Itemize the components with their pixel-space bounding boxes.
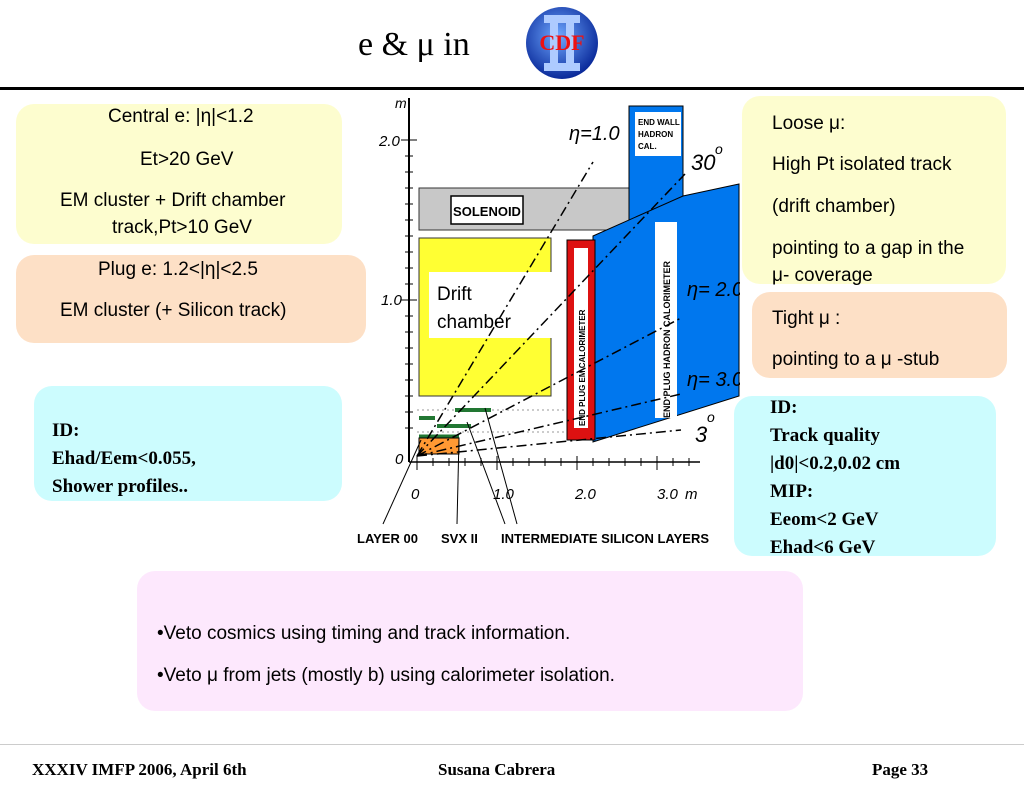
muid-line5: Eeom<2 GeV [770,509,879,530]
footer-page: Page 33 [872,760,929,779]
footer-divider [0,744,1024,745]
angle30-label: 30 [691,150,716,175]
y-tick-0: 0 [395,451,404,468]
eid-line2: Ehad/Eem<0.055, [52,448,196,469]
isl-label: INTERMEDIATE SILICON LAYERS [501,531,709,546]
veto-line2: •Veto μ from jets (mostly b) using calor… [157,665,615,686]
veto-line1: •Veto cosmics using timing and track inf… [157,623,571,644]
angle3-line [416,429,682,457]
y-unit-label: m [395,95,407,111]
y-tick-1: 1.0 [381,292,403,309]
angle3-degree: o [707,409,715,425]
central-line1: Central e: |η|<1.2 [108,106,254,127]
angle3-label: 3 [695,422,708,447]
muid-line2: Track quality [770,425,880,446]
loose-line5: μ- coverage [772,265,873,286]
plug-line1: Plug e: 1.2<|η|<2.5 [98,259,258,280]
x-tick-0: 0 [411,486,420,503]
eta3-line [416,393,682,457]
tight-line2: pointing to a μ -stub [772,349,940,370]
plug-line2: EM cluster (+ Silicon track) [60,300,287,321]
muid-line4: MIP: [770,481,814,502]
muid-line3: |d0|<0.2,0.02 cm [770,453,901,474]
loose-line1: Loose μ: [772,113,846,134]
eta2-line [416,317,682,457]
loose-line4: pointing to a gap in the [772,238,965,259]
logo-text: CDF [539,30,584,55]
loose-muon-box: Loose μ: High Pt isolated track (drift c… [742,96,1006,286]
muid-line1: ID: [770,397,798,418]
slide-title: e & μ in [358,26,470,63]
x-axis-ticks [416,456,690,470]
drift-chamber-label-bg [429,272,554,338]
central-electron-box: Central e: |η|<1.2 Et>20 GeV EM cluster … [16,104,342,244]
endwall-label-3: CAL. [638,142,657,151]
endwall-label-2: HADRON [638,130,673,139]
eta1-label: η=1.0 [569,123,620,145]
eta3-label: η= 3.0 [687,369,740,391]
cdf-detector-diagram: m 2.0 1.0 0 0 1.0 2.0 3.0 m SOLENOID Dri… [357,95,740,546]
central-line4: track,Pt>10 GeV [112,217,252,238]
tight-line1: Tight μ : [772,308,841,329]
endwall-label-1: END WALL [638,118,680,127]
muid-line6: Ehad<6 GeV [770,537,876,558]
drift-label-2: chamber [437,312,512,333]
svx-label: SVX II [441,531,478,546]
loose-line2: High Pt isolated track [772,154,952,175]
tight-muon-box: Tight μ : pointing to a μ -stub [752,292,1007,378]
had-cal-label: END PLUG HADRON CALORIMETER [662,261,672,418]
layer00-label: LAYER 00 [357,531,418,546]
footer-author: Susana Cabrera [438,760,556,779]
eid-line3: Shower profiles.. [52,476,188,497]
footer-conference: XXXIV IMFP 2006, April 6th [32,760,247,779]
eid-line1: ID: [52,420,80,441]
angle30-line [416,173,686,457]
em-cal-label: END PLUG EM CALORIMETER [578,309,587,426]
muon-id-box: ID: Track quality |d0|<0.2,0.02 cm MIP: … [734,396,996,558]
x-unit-label: m [685,486,698,503]
central-line2: Et>20 GeV [140,149,234,170]
drift-label-1: Drift [437,284,473,305]
electron-id-box: ID: Ehad/Eem<0.055, Shower profiles.. [34,386,342,501]
y-tick-2: 2.0 [378,133,401,150]
central-line3: EM cluster + Drift chamber [60,190,286,211]
loose-line3: (drift chamber) [772,196,896,217]
title-divider [0,87,1024,90]
cdf-logo-icon: CDF [526,7,598,79]
x-tick-1: 1.0 [493,486,515,503]
veto-box: •Veto cosmics using timing and track inf… [137,571,803,711]
plug-electron-box: Plug e: 1.2<|η|<2.5 EM cluster (+ Silico… [16,255,366,343]
x-tick-2: 2.0 [574,486,597,503]
solenoid-label: SOLENOID [453,204,521,219]
eta1-line [416,161,594,457]
eta2-label: η= 2.0 [687,279,740,301]
x-tick-3: 3.0 [657,486,679,503]
angle30-degree: o [715,141,723,157]
y-axis-ticks [401,139,417,429]
